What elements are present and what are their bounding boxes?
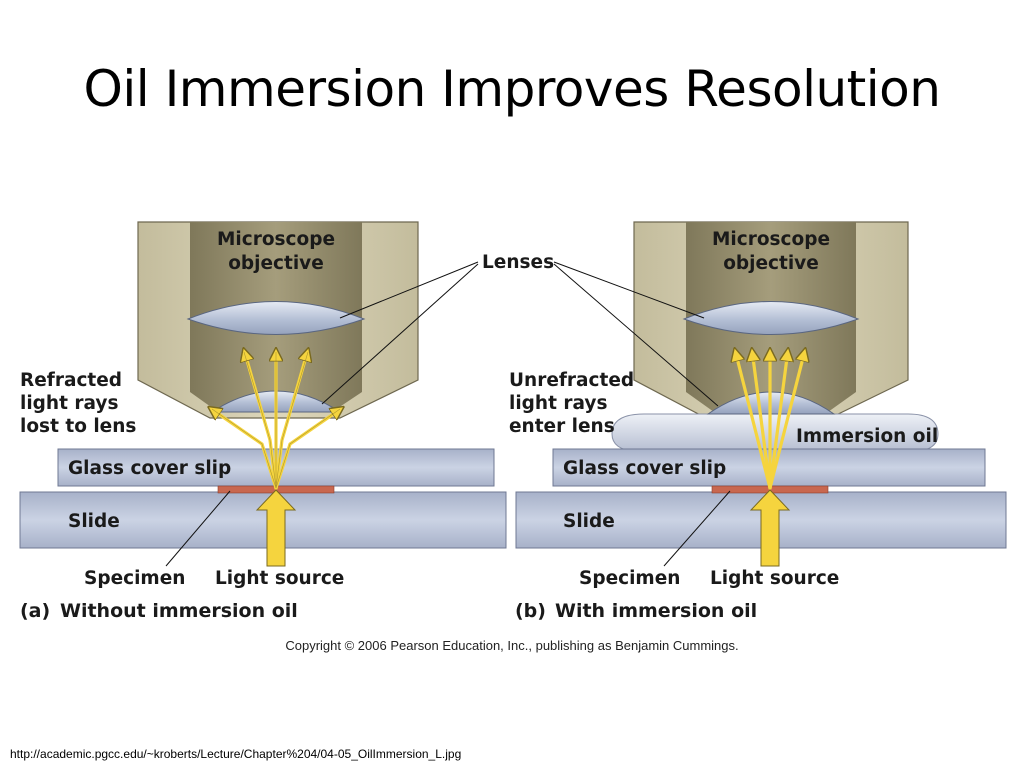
light-source-arrow-a: [255, 489, 297, 567]
glass-slide-a: [19, 491, 507, 549]
specimen-label-a: Specimen: [84, 568, 185, 589]
slide-title: Oil Immersion Improves Resolution: [83, 60, 941, 118]
objective-label-a-1: Microscope: [217, 229, 335, 250]
caption-b: With immersion oil: [555, 600, 757, 622]
light-source-arrow-b: [749, 489, 791, 567]
panel-b: Microscope objective Unrefracted light r…: [509, 221, 1007, 622]
side-note-a-2: light rays: [20, 393, 119, 414]
lens-upper-a: [186, 301, 366, 335]
immersion-oil-label: Immersion oil: [796, 426, 938, 447]
light-rays-outline-a: [211, 351, 341, 489]
caption-letter-b: (b): [515, 600, 546, 622]
objective-label-b-2: objective: [723, 253, 819, 274]
copyright-notice: Copyright © 2006 Pearson Education, Inc.…: [285, 638, 738, 653]
source-url: http://academic.pgcc.edu/~kroberts/Lectu…: [10, 747, 462, 761]
specimen-pointer-a: [165, 490, 231, 567]
panel-a: Microscope objective Refracted light ray…: [19, 221, 507, 622]
lenses-label: Lenses: [482, 252, 554, 273]
objective-label-b-1: Microscope: [712, 229, 830, 250]
caption-a: Without immersion oil: [60, 600, 298, 622]
side-note-b-1: Unrefracted: [509, 370, 634, 391]
specimen-label-b: Specimen: [579, 568, 680, 589]
slide-label-b: Slide: [563, 511, 615, 532]
lens-upper-b: [682, 301, 860, 335]
light-rays-b: [735, 350, 805, 490]
side-note-b-3: enter lens: [509, 416, 615, 437]
slide-label-a: Slide: [68, 511, 120, 532]
side-note-b-2: light rays: [509, 393, 608, 414]
light-source-label-b: Light source: [710, 568, 839, 589]
lenses-leader-lines: [321, 261, 719, 407]
cover-slip-label-b: Glass cover slip: [563, 458, 726, 479]
light-source-label-a: Light source: [215, 568, 344, 589]
specimen-pointer-b: [663, 490, 731, 567]
cover-slip-label-a: Glass cover slip: [68, 458, 231, 479]
side-note-a-1: Refracted: [20, 370, 122, 391]
objective-label-a-2: objective: [228, 253, 324, 274]
caption-letter-a: (a): [20, 600, 50, 622]
side-note-a-3: lost to lens: [20, 416, 136, 437]
